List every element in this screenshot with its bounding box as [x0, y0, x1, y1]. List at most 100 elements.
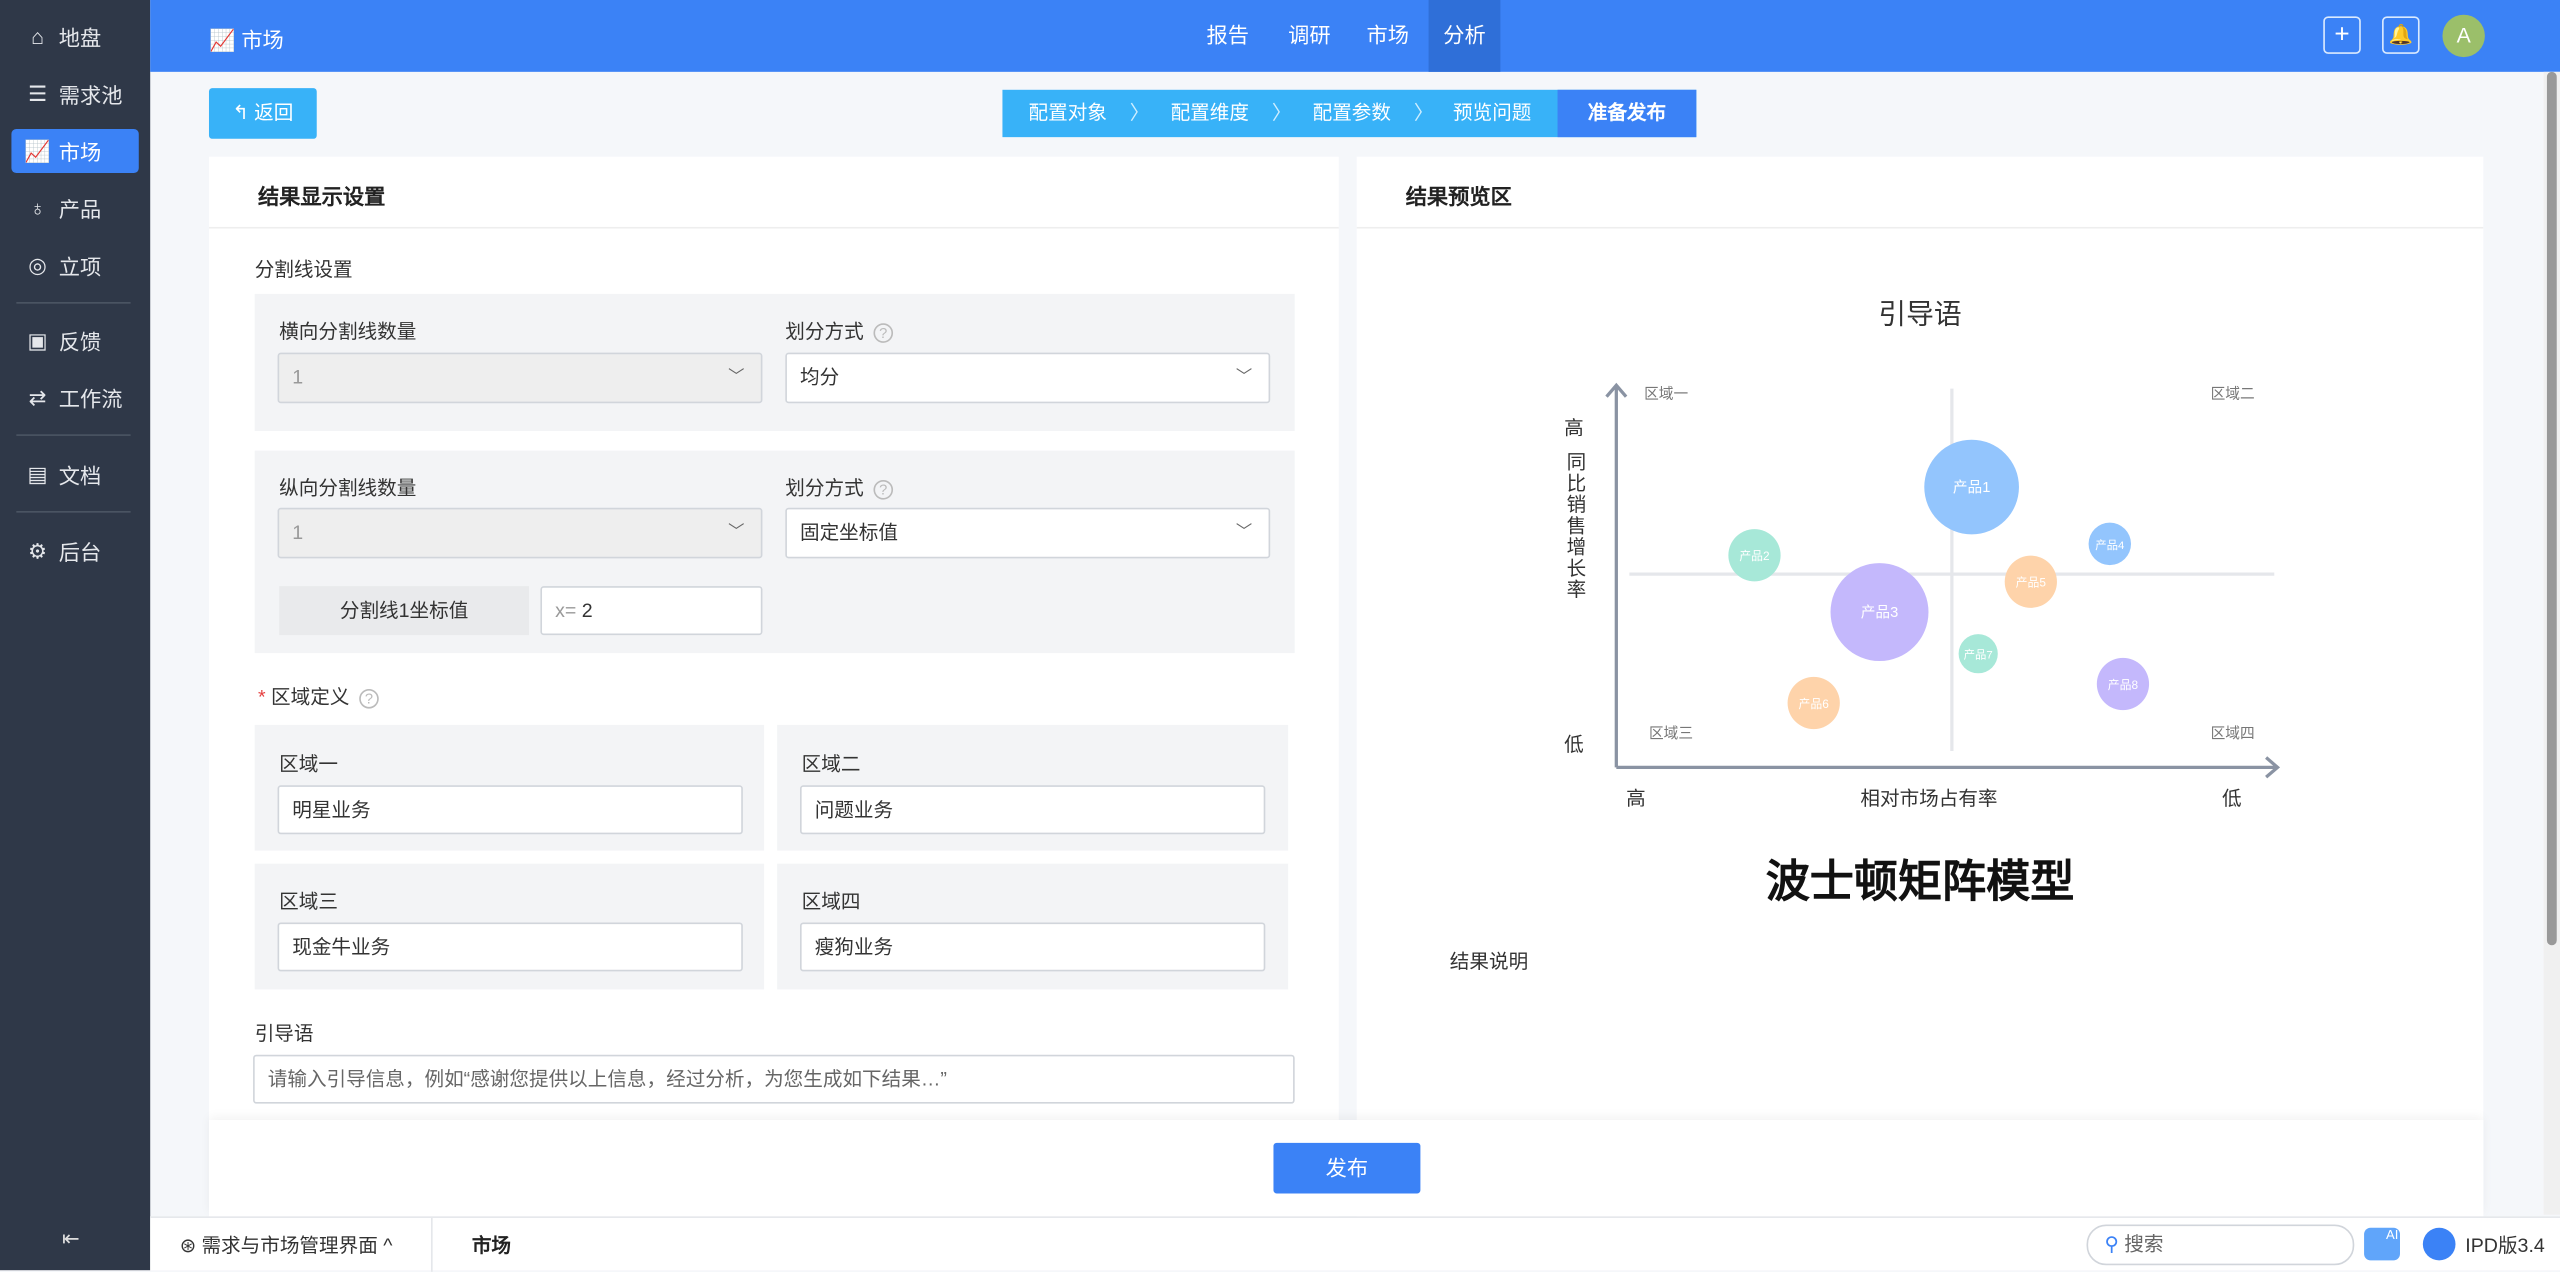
chart-icon: 📈 [24, 137, 51, 163]
search-input[interactable]: ⚲ 搜索 [2086, 1224, 2355, 1266]
guide-label: 引导语 [254, 1022, 314, 1045]
h-count-select[interactable]: 1﹀ [277, 352, 763, 404]
bubble-产品8 [2096, 657, 2150, 711]
region-1-input[interactable]: 明星业务 [277, 785, 743, 835]
line1-label: 分割线1坐标值 [279, 586, 529, 636]
bulb-icon: ♁ [29, 195, 46, 221]
h-method-select[interactable]: 均分﹀ [785, 352, 1271, 404]
collapse-icon[interactable]: ⇤ [62, 1226, 80, 1251]
result-description: 结果说明 [1449, 950, 1529, 974]
bubble-产品1 [1924, 439, 2019, 535]
bubble-产品3 [1830, 563, 1929, 662]
breadcrumb-current: 市场 [471, 1234, 512, 1258]
sidebar-item-home[interactable]: ⌂地盘 [11, 15, 138, 59]
bubble-产品2 [1728, 529, 1781, 582]
x-axis [1616, 756, 2281, 779]
bubble-产品6 [1787, 676, 1840, 730]
value: 1 [292, 365, 304, 389]
label: 立项 [58, 254, 102, 280]
chevron-down-icon: ﹀ [728, 368, 745, 387]
add-button[interactable]: + [2323, 16, 2361, 54]
bubble-label: 产品1 [1953, 479, 1991, 496]
bubble-label: 产品4 [2095, 538, 2125, 552]
ai-assistant-icon[interactable]: AI [2364, 1227, 2400, 1261]
step-3[interactable]: 配置参数 [1312, 101, 1392, 125]
bcg-chart: 区域一区域二区域三区域四产品1产品2产品3产品4产品5产品6产品7产品8高低同比… [1563, 382, 2281, 810]
help-icon[interactable]: ? [873, 322, 894, 343]
h-method-label: 划分方式? [785, 317, 894, 345]
publish-button[interactable]: 发布 [1273, 1142, 1421, 1194]
nav-market[interactable]: 市场 [1366, 22, 1410, 48]
region-4-input[interactable]: 瘦狗业务 [799, 922, 1266, 972]
v-count-select[interactable]: 1﹀ [277, 507, 763, 559]
chevron-down-icon: ﹀ [1235, 368, 1253, 387]
sidebar: ⌂地盘 ☰需求池 📈市场 ♁ 产品 ◎ 立项 ▣反馈 ⇄ 工作流 ▤文档 ⚙ 后台 ⇤ [0, 0, 151, 1271]
bubble-产品5 [2004, 555, 2057, 608]
chevron-up-icon: ^ [377, 1234, 393, 1258]
prefix: x= [555, 599, 577, 623]
line1-input[interactable]: x= 2 [540, 586, 763, 636]
flow-icon: ⇄ [28, 384, 47, 409]
guide-text: 引导语 [1878, 298, 1962, 330]
nav-report[interactable]: 报告 [1206, 22, 1250, 48]
sidebar-item-market[interactable]: 📈市场 [11, 128, 139, 174]
region-2-input[interactable]: 问题业务 [799, 785, 1266, 835]
home-icon: ⌂ [31, 24, 44, 49]
x-axis-title: 相对市场占有率 [1860, 788, 1997, 810]
sidebar-item-docs[interactable]: ▤文档 [11, 452, 138, 496]
quadrant-label: 区域四 [2211, 725, 2255, 742]
region-3-input[interactable]: 现金牛业务 [277, 922, 743, 972]
breadcrumb-root[interactable]: ⊛ 需求与市场管理界面 ^ [180, 1231, 393, 1259]
bubble-label: 产品3 [1861, 604, 1899, 621]
step-5-active[interactable]: 准备发布 [1557, 89, 1697, 138]
panel-title: 结果预览区 [1405, 184, 1512, 209]
bubble-label: 产品6 [1799, 697, 1830, 711]
label: 工作流 [58, 386, 123, 412]
sidebar-item-workflow[interactable]: ⇄ 工作流 [11, 376, 138, 420]
back-label: 返回 [254, 101, 294, 125]
label: 后台 [58, 540, 102, 565]
bubble-label: 产品8 [2108, 678, 2139, 692]
y-axis-title: 同比销售增长率 [1563, 451, 1586, 600]
title-text: 市场 [241, 27, 284, 53]
region-1-label: 区域一 [279, 752, 338, 776]
bell-icon: 🔔 [2388, 22, 2414, 46]
step-4[interactable]: 预览问题 [1453, 101, 1532, 125]
v-method-select[interactable]: 固定坐标值﹀ [785, 507, 1271, 559]
plus-icon: + [2334, 21, 2350, 49]
placeholder: 搜索 [2124, 1232, 2164, 1256]
guide-input[interactable]: 请输入引导信息，例如“感谢您提供以上信息，经过分析，为您生成如下结果…” [253, 1054, 1295, 1104]
label: 反馈 [58, 329, 102, 355]
label: 产品 [58, 197, 102, 223]
header: 📈 市场 报告 调研 市场 分析 + 🔔 A [150, 0, 2560, 72]
sidebar-item-admin[interactable]: ⚙ 后台 [11, 529, 138, 573]
help-icon[interactable]: ? [359, 688, 379, 709]
h-count-label: 横向分割线数量 [279, 319, 417, 343]
nav-research[interactable]: 调研 [1288, 22, 1331, 48]
sidebar-item-demand[interactable]: ☰需求池 [11, 72, 138, 116]
gear-icon: ⚙ [28, 537, 48, 563]
step-2[interactable]: 配置维度 [1170, 101, 1249, 125]
sidebar-item-feedback[interactable]: ▣反馈 [11, 318, 138, 362]
model-title: 波士顿矩阵模型 [1765, 857, 2075, 907]
notification-button[interactable]: 🔔 [2382, 16, 2420, 54]
x-high-label: 高 [1626, 788, 1646, 810]
quadrant-label: 区域二 [2211, 385, 2255, 402]
step-1[interactable]: 配置对象 [1028, 101, 1107, 125]
sidebar-item-project[interactable]: ◎ 立项 [11, 243, 138, 287]
nav-analysis[interactable]: 分析 [1428, 0, 1501, 72]
sidebar-item-product[interactable]: ♁ 产品 [11, 186, 138, 230]
logo-icon [2422, 1227, 2456, 1261]
y-axis [1605, 382, 1628, 768]
help-icon[interactable]: ? [873, 479, 894, 500]
back-button[interactable]: ↰ 返回 [208, 88, 317, 139]
required-mark: * [257, 685, 266, 709]
y-high-label: 高 [1564, 417, 1584, 439]
value: 固定坐标值 [799, 520, 898, 544]
scrollbar[interactable] [2543, 71, 2560, 1215]
user-circle-icon: ◎ [28, 252, 47, 277]
avatar[interactable]: A [2442, 14, 2485, 58]
divider [16, 302, 131, 304]
quadrant-label: 区域一 [1644, 385, 1688, 402]
region-4-label: 区域四 [801, 889, 861, 913]
